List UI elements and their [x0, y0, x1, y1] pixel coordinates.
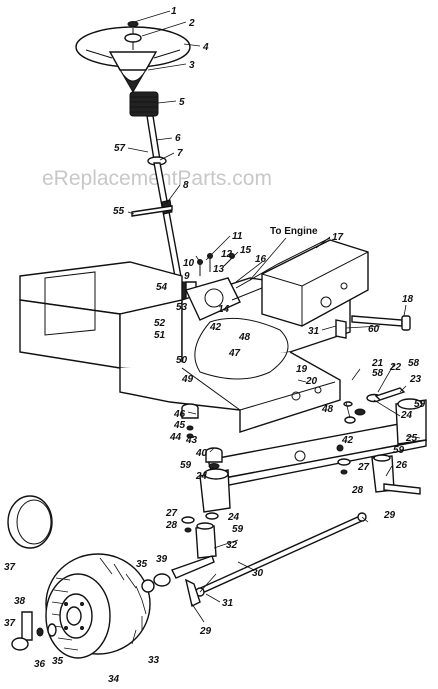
- callout-18: 18: [402, 294, 414, 305]
- callout-6: 6: [175, 133, 181, 144]
- leader-lines: [127, 10, 421, 623]
- callout-3: 3: [189, 60, 195, 71]
- callout-28b: 28: [165, 520, 178, 531]
- callout-47: 47: [228, 348, 241, 359]
- callout-11: 11: [232, 231, 243, 242]
- steering-shaft-upper: [131, 115, 183, 283]
- callout-46: 46: [173, 409, 186, 420]
- callout-14: 14: [218, 304, 230, 315]
- callout-17: 17: [332, 232, 344, 243]
- callout-55: 55: [113, 206, 125, 217]
- callout-9: 9: [184, 271, 190, 282]
- callout-31b: 31: [222, 598, 234, 609]
- callout-28a: 28: [351, 485, 364, 496]
- callout-30: 30: [252, 568, 264, 579]
- front-tire: [45, 553, 151, 659]
- callout-40: 40: [195, 448, 208, 459]
- callout-42a: 42: [209, 322, 222, 333]
- callout-42b: 42: [341, 435, 354, 446]
- callout-4: 4: [202, 42, 209, 53]
- callout-8: 8: [183, 180, 189, 191]
- to-engine-annotation: To Engine: [270, 226, 318, 237]
- callout-34: 34: [108, 674, 120, 685]
- callout-58a: 58: [372, 368, 384, 379]
- callout-50: 50: [176, 355, 188, 366]
- callout-27b: 27: [165, 508, 178, 519]
- callout-60: 60: [368, 324, 380, 335]
- callout-48b: 48: [321, 404, 334, 415]
- engine-bracket: [231, 237, 369, 327]
- callout-7: 7: [177, 148, 183, 159]
- callout-21: 21: [371, 358, 384, 369]
- callout-25: 25: [405, 433, 418, 444]
- callout-1: 1: [171, 6, 177, 17]
- callout-59d: 59: [232, 524, 244, 535]
- steering-wheel: [75, 21, 191, 93]
- callout-15: 15: [240, 245, 252, 256]
- callout-35a: 35: [136, 559, 148, 570]
- drag-link: [184, 578, 201, 608]
- callout-53: 53: [176, 302, 188, 313]
- callout-36: 36: [34, 659, 46, 670]
- steering-plate: [185, 253, 241, 321]
- callout-43: 43: [185, 435, 198, 446]
- callout-24a: 24: [400, 410, 413, 421]
- callout-27a: 27: [357, 462, 370, 473]
- callout-32: 32: [226, 540, 238, 551]
- callout-2: 2: [188, 18, 195, 29]
- callout-58b: 58: [408, 358, 420, 369]
- callout-24c: 24: [227, 512, 240, 523]
- callout-26: 26: [395, 460, 408, 471]
- engine-cable: To Engine: [249, 226, 318, 281]
- callout-12: 12: [221, 249, 233, 260]
- right-spindle: [371, 454, 421, 495]
- callout-33: 33: [148, 655, 160, 666]
- callout-31a: 31: [308, 326, 320, 337]
- callout-37a: 37: [4, 562, 16, 573]
- callout-52: 52: [154, 318, 166, 329]
- callout-54: 54: [156, 282, 168, 293]
- bushings-left: [181, 512, 219, 533]
- bushing-46: [181, 403, 199, 439]
- left-spindle: [171, 522, 217, 579]
- bushing-40: [205, 447, 223, 469]
- bolt-60: [335, 319, 347, 339]
- callout-29b: 29: [199, 626, 212, 637]
- callout-20: 20: [305, 376, 318, 387]
- callout-13: 13: [213, 264, 225, 275]
- callout-45: 45: [173, 420, 186, 431]
- callout-48a: 48: [238, 332, 251, 343]
- callout-59a: 59: [414, 399, 426, 410]
- callout-39: 39: [156, 554, 168, 565]
- callout-19: 19: [296, 364, 308, 375]
- callout-44: 44: [169, 432, 182, 443]
- callout-22: 22: [389, 362, 402, 373]
- callout-59c: 59: [393, 445, 405, 456]
- callout-29a: 29: [383, 510, 396, 521]
- callout-59b: 59: [180, 460, 192, 471]
- bolt-18: [351, 315, 411, 331]
- callout-labels: 1 2 4 3 5 6 57 7 8 55 11 12 10 13 15 16 …: [4, 6, 426, 685]
- callout-38: 38: [14, 596, 26, 607]
- front-axle: [199, 398, 427, 513]
- axle-hardware: [11, 573, 171, 651]
- callout-24b: 24: [195, 471, 208, 482]
- callout-16: 16: [255, 254, 267, 265]
- steering-spring: [129, 91, 159, 117]
- callout-10: 10: [183, 258, 195, 269]
- tie-rod: [194, 512, 367, 597]
- callout-57: 57: [114, 143, 126, 154]
- callout-51: 51: [154, 330, 166, 341]
- callout-37b: 37: [4, 618, 16, 629]
- callout-5: 5: [179, 97, 185, 108]
- callout-49: 49: [181, 374, 194, 385]
- callout-35b: 35: [52, 656, 64, 667]
- callout-23: 23: [409, 374, 422, 385]
- hub-cap: [7, 495, 53, 549]
